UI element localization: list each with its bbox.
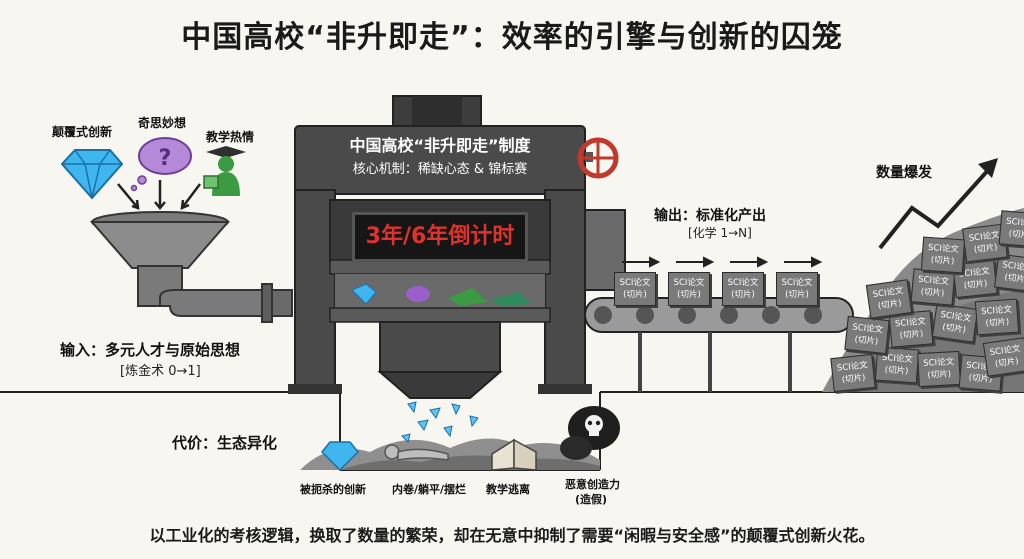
input-item-disruptive-innovation: 颠覆式创新	[52, 125, 113, 139]
sci-paper-box-label: SCI论文	[781, 278, 813, 288]
output-label: 输出：标准化产出	[654, 208, 766, 224]
sci-paper-box-sublabel: (切片)	[623, 290, 647, 300]
sci-paper-box: SCI论文 (切片)	[722, 272, 764, 306]
bottom-caption: 以工业化的考核逻辑，换取了数量的繁荣，却在无意中抑制了需要“闲暇与安全感”的颠覆…	[149, 526, 875, 545]
cost-item-malicious-creativity: 恶意创造力	[565, 478, 620, 491]
sci-paper-box-sublabel: (切片)	[785, 290, 809, 300]
cost-item-involution: 内卷/躺平/摆烂	[392, 483, 467, 496]
sci-paper-box: SCI论文 (切片)	[614, 272, 656, 306]
output-sublabel: [化学 1→N]	[688, 226, 752, 240]
sci-paper-box: SCI论文(切片)	[998, 210, 1024, 248]
page-title: 中国高校“非升即走”：效率的引擎与创新的囚笼	[181, 20, 843, 55]
sci-paper-box-sublabel: (切片)	[677, 290, 701, 300]
svg-text:?: ?	[159, 146, 172, 171]
cost-item-fraud-note: (造假)	[575, 493, 608, 506]
sci-paper-box: SCI论文(切片)	[994, 253, 1024, 293]
sci-paper-box: SCI论文(切片)	[917, 350, 961, 388]
input-label: 输入：多元人才与原始思想	[60, 341, 241, 359]
thought-cloud-icon: ?	[130, 137, 192, 192]
diamond-icon	[60, 149, 124, 200]
sci-paper-box: SCI论文(切片)	[830, 353, 876, 393]
cost-item-teaching-escape: 教学逃离	[486, 483, 530, 496]
sci-paper-box: SCI论文(切片)	[844, 315, 890, 355]
cost-item-killed-innovation: 被扼杀的创新	[300, 483, 366, 496]
sci-paper-box-sublabel: (切片)	[731, 290, 755, 300]
falling-fragments	[401, 401, 479, 443]
machine-title: 中国高校“非升即走”制度	[349, 136, 531, 155]
sci-paper-box: SCI论文(切片)	[865, 279, 913, 319]
skull-smoke-icon	[560, 406, 620, 460]
sci-paper-box-sublabel: (切片)	[927, 369, 952, 381]
input-arrows	[117, 180, 201, 211]
lying-person-icon	[384, 444, 449, 461]
sci-paper-box: SCI论文(切片)	[920, 236, 966, 274]
sci-paper-box: SCI论文(切片)	[974, 298, 1020, 336]
crushed-items	[351, 283, 530, 306]
input-item-wild-ideas: 奇思妙想	[138, 116, 187, 130]
sci-paper-box: SCI论文(切片)	[910, 268, 956, 306]
countdown-timer: 3年/6年倒计时	[352, 212, 528, 262]
sci-paper-box-sublabel: (切片)	[1003, 272, 1024, 286]
teacher-icon	[203, 146, 246, 196]
input-sublabel: [炼金术 0→1]	[120, 364, 201, 379]
boom-label: 数量爆发	[876, 165, 932, 181]
cost-label: 代价：生态异化	[172, 434, 278, 452]
growth-arrow-icon	[878, 158, 998, 250]
conveyor-belt	[584, 297, 854, 392]
sci-paper-box-label: SCI论文	[727, 278, 759, 288]
flow-arrows	[622, 256, 823, 268]
handwheel-icon	[577, 137, 619, 179]
sci-paper-box-sublabel: (切片)	[1008, 228, 1024, 241]
torn-book-icon	[491, 438, 537, 471]
sci-paper-box: SCI论文 (切片)	[776, 272, 818, 306]
sci-paper-box-label: SCI论文	[923, 357, 955, 369]
crushed-diamond-icon	[320, 441, 360, 472]
sci-paper-box: SCI论文(切片)	[982, 337, 1024, 377]
sci-paper-box: SCI论文(切片)	[931, 303, 979, 343]
sci-paper-box: SCI论文(切片)	[888, 310, 934, 348]
machine-mechanism: 核心机制：稀缺心态 & 锦标赛	[352, 162, 528, 177]
hopper	[89, 211, 293, 323]
input-item-teaching-passion: 教学热情	[206, 130, 255, 144]
sci-paper-box: SCI论文 (切片)	[668, 272, 710, 306]
sci-paper-box-label: SCI论文	[673, 278, 705, 288]
sci-paper-box-label: SCI论文	[619, 278, 651, 288]
